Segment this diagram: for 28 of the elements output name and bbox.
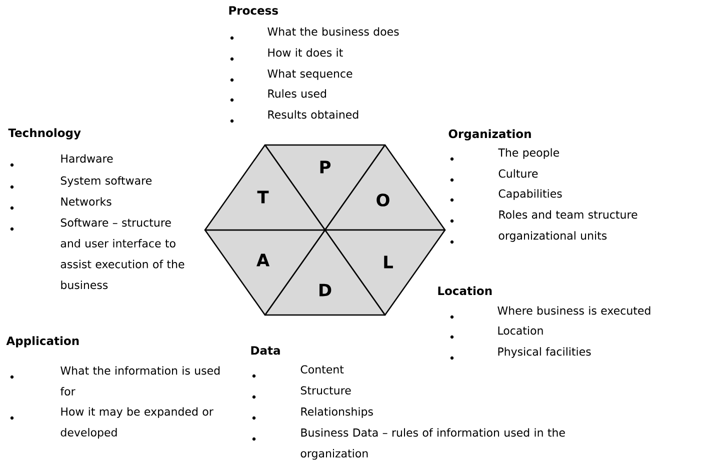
- list-item: Where business is executed: [498, 306, 650, 315]
- list-item: organizational units: [498, 231, 607, 242]
- list-item: The people: [498, 148, 560, 159]
- list-item: What the business does: [268, 27, 399, 36]
- list-item: Hardware: [61, 154, 113, 163]
- list-item: Business Data – rules of information used in the organization: [300, 428, 565, 460]
- heading: Application: [6, 336, 79, 348]
- list-item: Capabilities: [498, 189, 562, 200]
- list-item: Structure: [300, 386, 351, 395]
- list-item: How it does it: [268, 48, 343, 57]
- list-item: Content: [300, 365, 344, 374]
- list-item: Results obtained: [268, 110, 358, 119]
- list-item: Relationships: [301, 407, 373, 418]
- heading: Data: [251, 346, 280, 355]
- list-item: How it may be expanded or developed: [60, 407, 214, 439]
- list-item: Culture: [498, 169, 538, 178]
- heading: Technology: [8, 128, 81, 140]
- list-item: Software – structure and user interface to assist execution of the business: [60, 218, 184, 290]
- list-item: Rules used: [268, 89, 326, 98]
- heading: Organization: [448, 129, 531, 140]
- list-item: Location: [498, 326, 543, 335]
- list-item: Physical facilities: [498, 347, 591, 358]
- list-item: Networks: [61, 197, 112, 206]
- list-item: What sequence: [268, 69, 352, 80]
- list-item: What the information is used for: [60, 366, 220, 396]
- list-item: System software: [60, 176, 152, 187]
- list-item: Roles and team structure: [499, 210, 638, 219]
- heading: Process: [229, 6, 278, 15]
